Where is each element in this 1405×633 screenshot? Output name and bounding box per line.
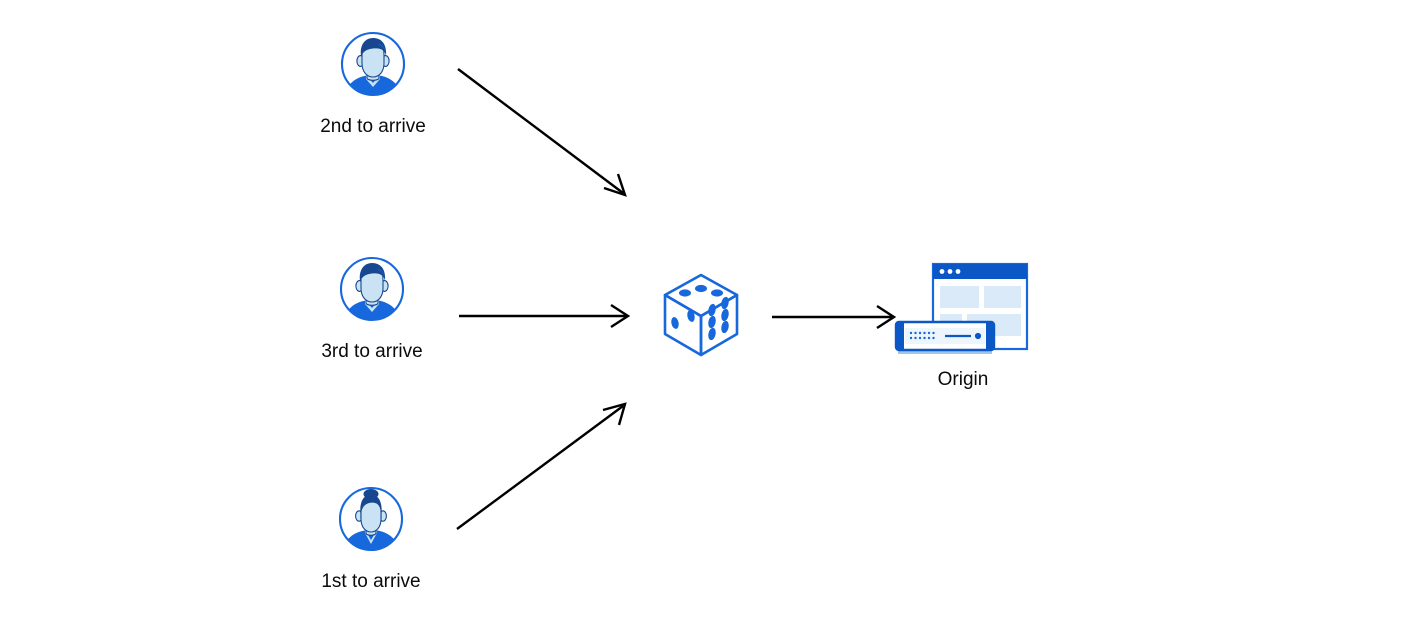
arrow-3rd-to-randomizer [459, 303, 631, 329]
client-label-1st: 1st to arrive [321, 571, 421, 592]
server-device-icon [894, 320, 996, 354]
client-node-2nd[interactable]: 2nd to arrive [320, 31, 426, 137]
client-node-3rd[interactable]: 3rd to arrive [321, 256, 423, 362]
origin-label: Origin [937, 369, 989, 390]
user-avatar-female-icon [338, 486, 404, 552]
user-avatar-male-icon [339, 256, 405, 322]
origin-server-browser-icon [894, 262, 1029, 354]
client-label-2nd: 2nd to arrive [320, 116, 426, 137]
randomizer-node[interactable] [661, 272, 741, 363]
arrow-1st-to-randomizer [456, 402, 627, 530]
client-node-1st[interactable]: 1st to arrive [321, 486, 421, 592]
client-label-3rd: 3rd to arrive [321, 341, 423, 362]
origin-node[interactable]: Origin [893, 252, 1033, 390]
arrow-randomizer-to-origin [772, 304, 897, 330]
dice-icon [663, 273, 739, 357]
user-avatar-male-icon [340, 31, 406, 97]
